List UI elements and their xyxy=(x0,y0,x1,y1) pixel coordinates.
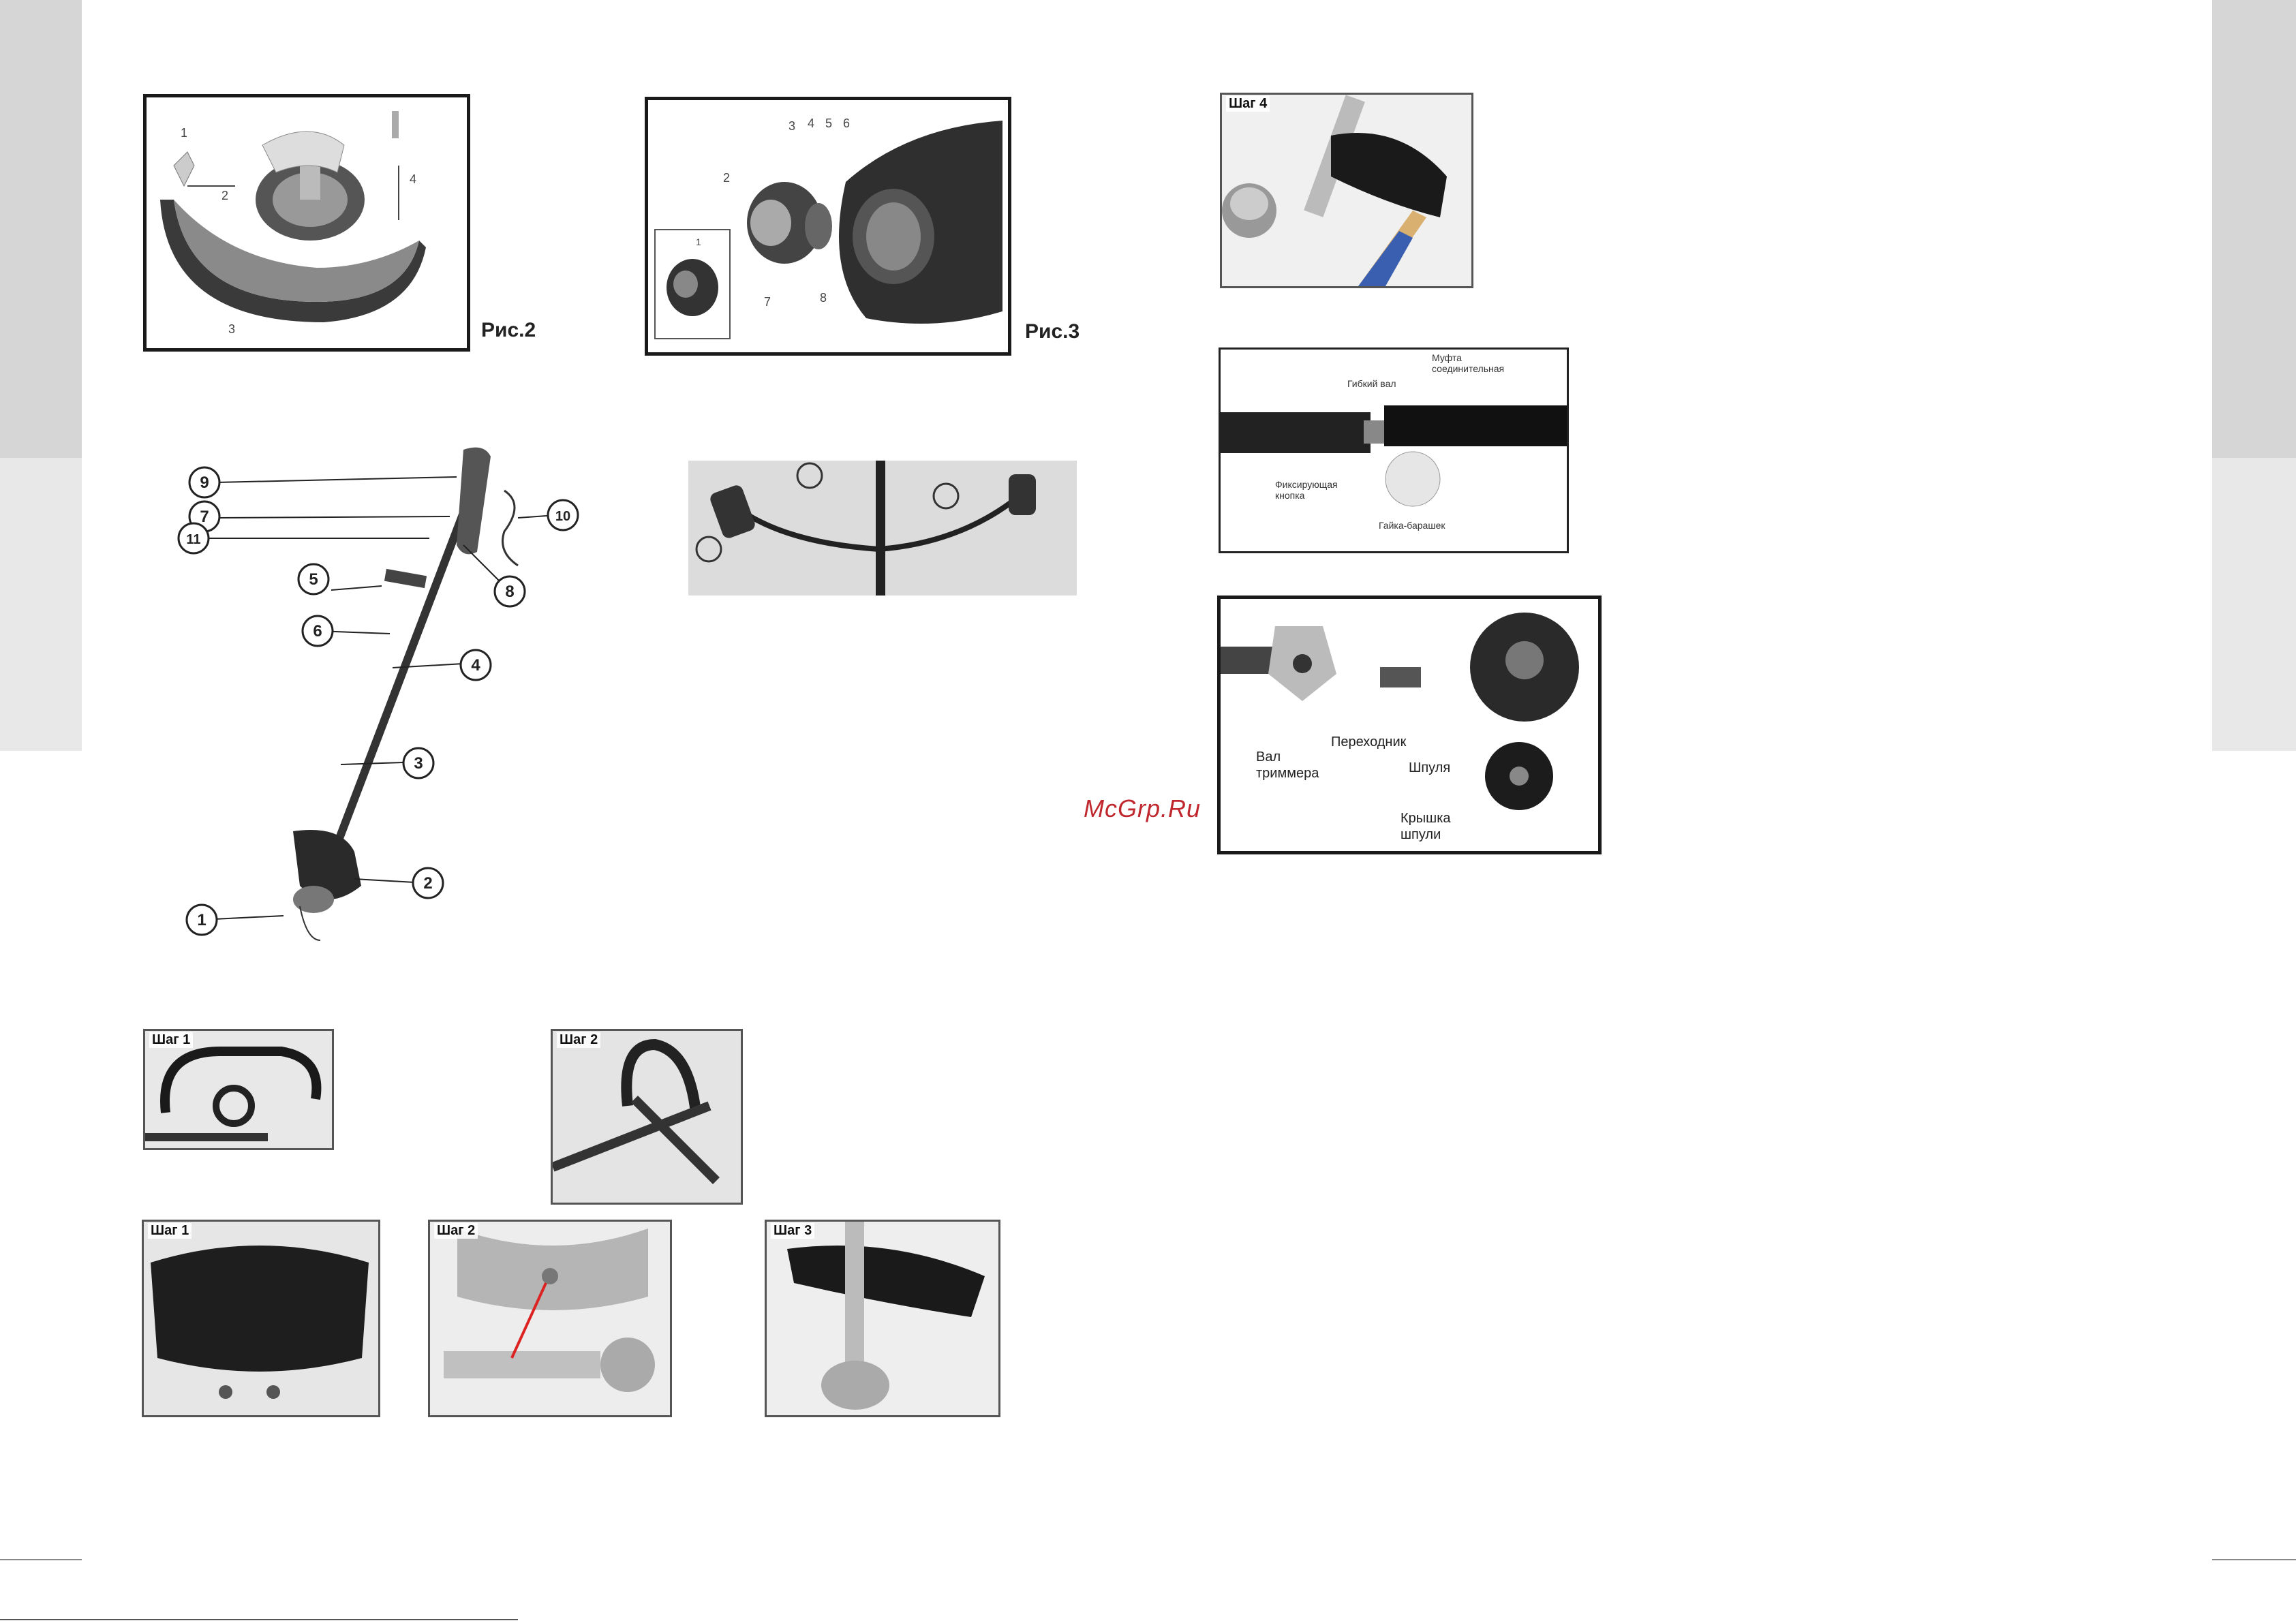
guard-step3-photo: Шаг 3 xyxy=(765,1220,1000,1417)
fig2-callout-1: 1 xyxy=(181,126,187,140)
figure-2-caption: Рис.2 xyxy=(481,319,536,342)
trimmer-callout-1: 1 xyxy=(197,911,206,929)
handle-step2-label: Шаг 2 xyxy=(557,1032,600,1048)
fig3-callout-8: 8 xyxy=(820,291,827,305)
trimmer-callout-8: 8 xyxy=(505,583,514,601)
guard-step1-label: Шаг 1 xyxy=(148,1223,192,1239)
fig2-callout-2: 2 xyxy=(221,189,228,203)
watermark: McGrp.Ru xyxy=(1084,794,1201,823)
shaft-coupling-photo: Муфта соединительная Гибкий вал Фиксирую… xyxy=(1219,347,1569,553)
trimmer-callout-9: 9 xyxy=(200,474,209,492)
fig3-callout-1: 1 xyxy=(696,236,701,247)
label-wing-nut: Гайка-барашек xyxy=(1379,520,1445,531)
handle-step1-label: Шаг 1 xyxy=(149,1032,193,1048)
fig3-callout-2: 2 xyxy=(723,171,730,185)
label-flex-shaft: Гибкий вал xyxy=(1347,378,1396,389)
trimmer-callout-5: 5 xyxy=(309,570,318,589)
guard-step2-photo: Шаг 2 xyxy=(428,1220,672,1417)
label-trimmer-shaft: Вал триммера xyxy=(1256,749,1324,782)
label-adapter: Переходник xyxy=(1331,734,1406,750)
trimmer-callouts-layer: 1 2 3 4 5 6 7 8 9 10 11 xyxy=(177,436,613,954)
label-spool: Шпуля xyxy=(1409,760,1450,776)
trimmer-callout-7: 7 xyxy=(200,508,209,526)
trimmer-callout-3: 3 xyxy=(414,754,423,773)
fig2-callout-4: 4 xyxy=(410,172,416,187)
fig3-callout-5: 5 xyxy=(825,117,832,131)
handlebar-photo xyxy=(688,461,1077,596)
left-side-tab-lower xyxy=(0,458,82,751)
fig3-callout-6: 6 xyxy=(843,117,850,131)
right-side-tab-upper xyxy=(2212,0,2296,458)
left-side-tab-upper xyxy=(0,0,82,458)
guard-step3-label: Шаг 3 xyxy=(771,1223,814,1239)
figure-3-caption: Рис.3 xyxy=(1025,320,1080,343)
label-coupling: Муфта соединительная xyxy=(1432,352,1534,374)
guard-step1-photo: Шаг 1 xyxy=(142,1220,380,1417)
step4-label: Шаг 4 xyxy=(1226,96,1270,112)
step4-photo: Шаг 4 xyxy=(1220,93,1473,288)
fig2-callout-3: 3 xyxy=(228,322,235,337)
trimmer-callout-11: 11 xyxy=(186,532,200,547)
handle-step2-photo: Шаг 2 xyxy=(551,1029,743,1205)
label-lock-button: Фиксирующая кнопка xyxy=(1275,479,1343,501)
trimmer-callout-10: 10 xyxy=(555,509,570,524)
footer-rule-right xyxy=(2212,1559,2296,1560)
label-spool-cover: Крышка шпули xyxy=(1400,810,1469,843)
fig3-callout-3: 3 xyxy=(789,119,795,134)
guard-step2-label: Шаг 2 xyxy=(434,1223,478,1239)
spool-assembly-photo: Вал триммера Переходник Шпуля Крышка шпу… xyxy=(1217,596,1602,854)
trimmer-callout-6: 6 xyxy=(313,622,322,640)
figure-2-guard-exploded: 1 2 3 4 xyxy=(143,94,470,352)
figure-3-spool-exploded: 1 2 3 4 5 6 7 8 xyxy=(645,97,1011,356)
right-side-tab-lower xyxy=(2212,458,2296,751)
trimmer-callout-4: 4 xyxy=(471,656,480,675)
footer-rule-left xyxy=(0,1559,82,1560)
fig3-callout-7: 7 xyxy=(764,295,771,309)
trimmer-callout-2: 2 xyxy=(423,874,432,893)
fig3-callout-4: 4 xyxy=(808,117,814,131)
bottom-rule xyxy=(0,1619,518,1620)
handle-step1-photo: Шаг 1 xyxy=(143,1029,334,1150)
